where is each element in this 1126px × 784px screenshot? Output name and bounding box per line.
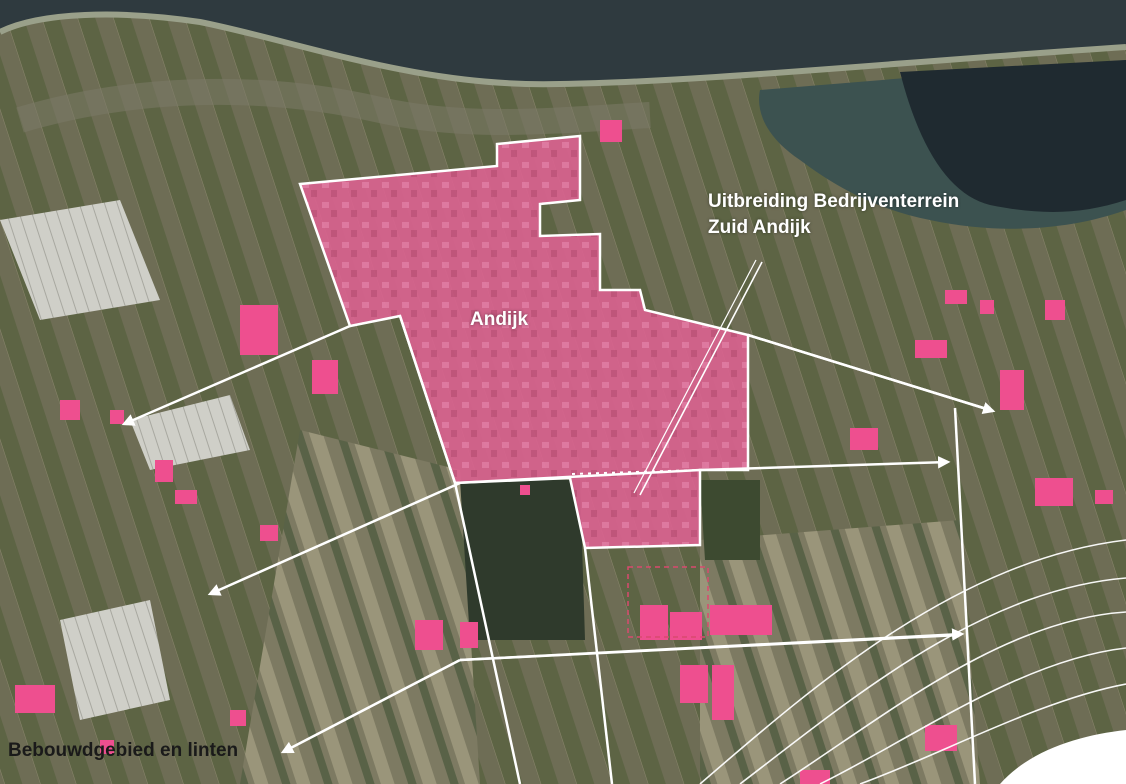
- basin: [900, 60, 1126, 212]
- dark-field: [700, 480, 760, 560]
- lake-water: [0, 0, 1126, 83]
- town-label: Andijk: [470, 309, 529, 330]
- arrowhead-icon: [747, 333, 996, 415]
- built-up-area-andijk: [300, 136, 748, 548]
- arrowhead-icon: [121, 324, 351, 426]
- greenhouses: [130, 395, 250, 470]
- leader-line: [633, 259, 757, 494]
- dark-field: [460, 480, 585, 640]
- farmland-parcels-east: [700, 520, 980, 784]
- corner-ornament: [1000, 730, 1126, 784]
- greenhouses: [60, 600, 170, 720]
- farmland-parcels-west: [240, 430, 480, 784]
- arrowhead-icon: [699, 456, 951, 472]
- arrowhead-icon: [459, 628, 965, 662]
- expansion-label-line1: Uitbreiding Bedrijventerrein: [708, 191, 960, 212]
- buildings: [15, 120, 1113, 784]
- leader-line: [639, 261, 763, 496]
- arrowhead-icon: [207, 481, 461, 596]
- expansion-label-line2: Zuid Andijk: [708, 217, 811, 238]
- legend-label: Bebouwdgebied en linten: [8, 740, 239, 761]
- plot-outline: [627, 566, 709, 638]
- village-ribbon: [16, 78, 651, 135]
- arrows: [121, 324, 996, 754]
- arrowhead-icon: [280, 658, 461, 754]
- dike: [0, 11, 1126, 88]
- greenhouses: [0, 200, 160, 320]
- contour-lines: [699, 539, 1126, 784]
